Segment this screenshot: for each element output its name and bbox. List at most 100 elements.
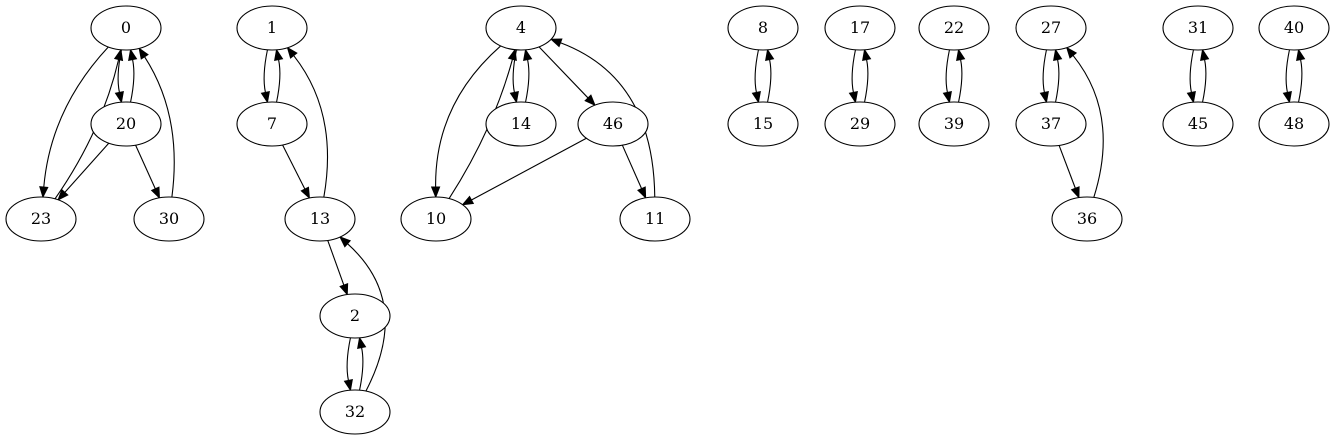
edge-15-to-8: [765, 48, 775, 103]
arrowhead: [584, 94, 596, 107]
edge-13-to-2: [327, 240, 349, 296]
node-label: 32: [345, 402, 365, 421]
node-label: 20: [116, 114, 136, 133]
edge-line: [1189, 49, 1194, 93]
edge-line: [945, 49, 950, 93]
node-label: 30: [159, 209, 179, 228]
arrowhead: [1039, 90, 1049, 104]
node-0: 0: [90, 5, 162, 51]
node-ellipse: [727, 5, 799, 51]
arrowhead: [114, 90, 124, 104]
edge-45-to-31: [1200, 48, 1210, 103]
node-label: 11: [645, 209, 665, 228]
edge-line: [851, 49, 856, 93]
node-39: 39: [918, 101, 990, 147]
node-label: 37: [1041, 114, 1061, 133]
node-label: 17: [850, 18, 870, 37]
edge-line: [293, 55, 329, 198]
arrowhead: [128, 48, 138, 62]
edge-line: [282, 144, 306, 190]
node-label: 45: [1188, 114, 1208, 133]
arrowhead: [1070, 186, 1080, 199]
node-ellipse: [319, 293, 391, 339]
edge-line: [864, 59, 869, 103]
node-15: 15: [727, 101, 799, 147]
edge-14-to-4: [523, 48, 533, 103]
node-48: 48: [1258, 101, 1330, 147]
edge-line: [471, 137, 587, 201]
edge-line: [1055, 59, 1060, 103]
edge-line: [276, 59, 281, 103]
edge-46-to-11: [621, 144, 647, 200]
node-label: 48: [1284, 114, 1304, 133]
edge-line: [1202, 59, 1207, 103]
node-20: 20: [90, 101, 162, 147]
edge-line: [327, 240, 345, 286]
edge-4-to-10: [430, 45, 502, 199]
edge-line: [435, 45, 502, 188]
node-4: 4: [485, 5, 557, 51]
node-ellipse: [1258, 101, 1330, 147]
edge-0-to-23: [39, 46, 109, 199]
edge-40-to-48: [1282, 49, 1292, 104]
edge-line: [130, 59, 135, 103]
node-ellipse: [824, 101, 896, 147]
edge-line: [1042, 49, 1047, 93]
node-ellipse: [319, 389, 391, 435]
edge-7-to-13: [282, 144, 311, 200]
node-37: 37: [1015, 101, 1087, 147]
arrowhead: [1053, 48, 1063, 62]
arrowhead: [848, 90, 858, 104]
node-ellipse: [1162, 5, 1234, 51]
arrowhead: [1186, 90, 1196, 104]
node-ellipse: [1015, 101, 1087, 147]
node-ellipse: [236, 5, 308, 51]
arrowhead: [549, 38, 563, 48]
edge-line: [1072, 55, 1104, 198]
edge-line: [767, 59, 772, 103]
edge-37-to-27: [1053, 48, 1063, 103]
node-ellipse: [236, 101, 308, 147]
edge-line: [1285, 49, 1290, 93]
node-2: 2: [319, 293, 391, 339]
node-ellipse: [824, 5, 896, 51]
node-22: 22: [918, 5, 990, 51]
node-ellipse: [133, 196, 205, 242]
node-ellipse: [918, 101, 990, 147]
edges-layer: [39, 38, 1306, 392]
node-label: 8: [758, 18, 768, 37]
edge-2-to-32: [343, 337, 353, 392]
node-label: 31: [1188, 18, 1208, 37]
node-29: 29: [824, 101, 896, 147]
node-ellipse: [90, 5, 162, 51]
edge-line: [560, 42, 656, 198]
arrowhead: [339, 283, 349, 296]
node-label: 27: [1041, 18, 1061, 37]
arrowhead: [113, 48, 124, 62]
node-ellipse: [1051, 196, 1123, 242]
node-ellipse: [577, 101, 649, 147]
arrowhead: [956, 48, 966, 62]
edge-8-to-15: [751, 49, 761, 104]
edge-27-to-37: [1039, 49, 1049, 104]
node-ellipse: [485, 101, 557, 147]
edge-line: [538, 46, 589, 99]
node-32: 32: [319, 389, 391, 435]
node-ellipse: [727, 101, 799, 147]
node-label: 1: [267, 18, 277, 37]
node-36: 36: [1051, 196, 1123, 242]
node-ellipse: [918, 5, 990, 51]
node-40: 40: [1258, 5, 1330, 51]
node-ellipse: [400, 196, 472, 242]
edge-line: [263, 49, 268, 93]
arrowhead: [1200, 48, 1210, 62]
node-17: 17: [824, 5, 896, 51]
edge-20-to-30: [135, 144, 160, 200]
node-ellipse: [1258, 5, 1330, 51]
edge-line: [135, 144, 156, 189]
edge-line: [621, 144, 643, 189]
arrowhead: [150, 186, 160, 200]
arrowhead: [39, 186, 49, 199]
